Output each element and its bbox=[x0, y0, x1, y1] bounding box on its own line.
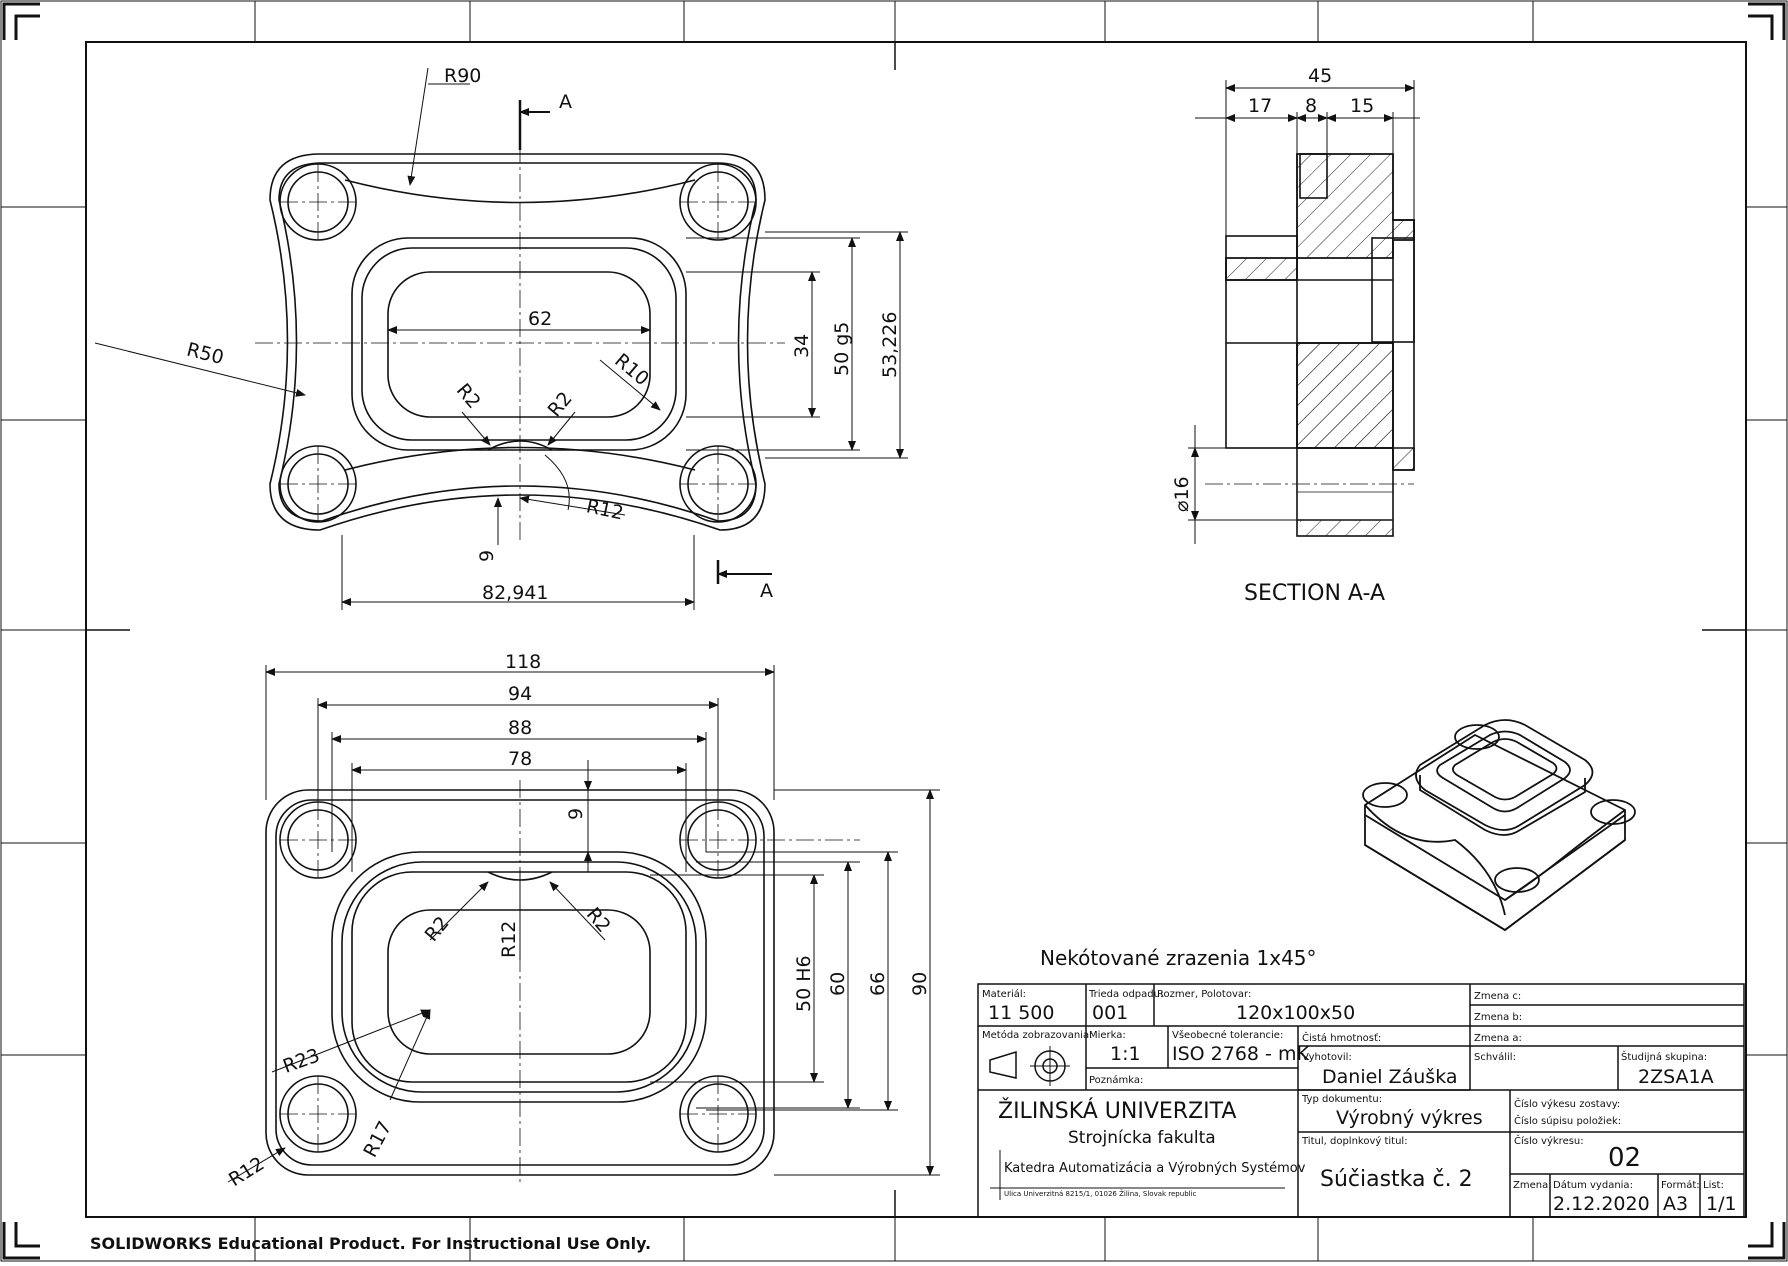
section-title: SECTION A-A bbox=[1244, 581, 1385, 606]
section-view bbox=[1225, 153, 1415, 537]
section-marker-bottom: A bbox=[760, 580, 773, 602]
scale-value: 1:1 bbox=[1110, 1043, 1141, 1065]
change-b-label: Zmena b: bbox=[1474, 1012, 1522, 1023]
stock-label: Rozmer, Polotovar: bbox=[1157, 989, 1251, 1000]
dim-r12-corner: R12 bbox=[225, 1153, 268, 1191]
author-value: Daniel Záuška bbox=[1322, 1066, 1458, 1088]
sheet-label: List: bbox=[1703, 1180, 1724, 1191]
sheet-value: 1/1 bbox=[1706, 1193, 1737, 1215]
scale-label: Mierka: bbox=[1089, 1030, 1126, 1041]
format-label: Formát: bbox=[1661, 1179, 1700, 1191]
waste-label: Trieda odpadu: bbox=[1088, 989, 1163, 1000]
material-value: 11 500 bbox=[988, 1002, 1054, 1024]
dim-17: 17 bbox=[1248, 95, 1272, 117]
front-view bbox=[269, 153, 766, 531]
top-view-dimensions bbox=[227, 665, 940, 1183]
section-marker-top: A bbox=[559, 91, 572, 113]
format-value: A3 bbox=[1663, 1193, 1688, 1215]
front-view-dim-labels: R90 R50 62 R10 R2 R2 R12 9 82,941 34 50 … bbox=[184, 65, 901, 604]
remark-label: Poznámka: bbox=[1089, 1074, 1143, 1086]
dim-78: 78 bbox=[508, 748, 532, 770]
material-label: Materiál: bbox=[982, 988, 1026, 1000]
dim-62: 62 bbox=[528, 308, 552, 330]
dim-r50: R50 bbox=[184, 339, 226, 369]
dim-53226: 53,226 bbox=[879, 312, 901, 378]
group-value: 2ZSA1A bbox=[1638, 1066, 1714, 1088]
tolerance-label: Všeobecné tolerancie: bbox=[1172, 1029, 1283, 1041]
dim-r2-left: R2 bbox=[452, 379, 485, 413]
top-view-centerlines bbox=[280, 780, 860, 1185]
dim-94: 94 bbox=[508, 683, 532, 705]
section-view-dimensions bbox=[1188, 80, 1420, 544]
parts-list-label: Číslo súpisu položiek: bbox=[1514, 1114, 1621, 1127]
dim-r17: R17 bbox=[359, 1118, 396, 1161]
front-view-dimensions bbox=[94, 67, 908, 610]
dim-dia16: ⌀16 bbox=[1171, 476, 1193, 512]
faculty-name: Strojnícka fakulta bbox=[1068, 1128, 1216, 1148]
dim-r23: R23 bbox=[280, 1044, 323, 1077]
change-c-label: Zmena c: bbox=[1474, 991, 1521, 1002]
title-value: Súčiastka č. 2 bbox=[1320, 1167, 1473, 1192]
dim-50h6: 50 H6 bbox=[793, 955, 815, 1012]
dim-60: 60 bbox=[827, 972, 849, 996]
dim-82941: 82,941 bbox=[482, 582, 548, 604]
doc-type-label: Typ dokumentu: bbox=[1301, 1094, 1382, 1105]
dim-r2-left-top: R2 bbox=[421, 912, 454, 946]
dim-90: 90 bbox=[909, 972, 931, 996]
title-block bbox=[977, 983, 1745, 1218]
dim-88: 88 bbox=[508, 717, 532, 739]
drawing-no-value: 02 bbox=[1608, 1143, 1641, 1173]
dim-r90: R90 bbox=[444, 65, 481, 87]
dim-9: 9 bbox=[476, 550, 498, 562]
isometric-view bbox=[1362, 719, 1636, 932]
dim-9-top: 9 bbox=[565, 808, 587, 820]
waste-value: 001 bbox=[1092, 1002, 1128, 1024]
university-name: ŽILINSKÁ UNIVERZITA bbox=[998, 1098, 1236, 1124]
dim-66: 66 bbox=[867, 972, 889, 996]
department-name: Katedra Automatizácia a Výrobných Systém… bbox=[1004, 1161, 1306, 1176]
dim-r12-center: R12 bbox=[498, 921, 520, 958]
projection-label: Metóda zobrazovania: bbox=[982, 1029, 1092, 1041]
title-block-text: Materiál: 11 500 Trieda odpadu: 001 Rozm… bbox=[982, 988, 1737, 1215]
issue-date-label: Dátum vydania: bbox=[1553, 1179, 1633, 1191]
group-label: Študijná skupina: bbox=[1621, 1050, 1707, 1063]
mass-label: Čistá hmotnosť: bbox=[1302, 1031, 1381, 1044]
assembly-no-label: Číslo výkesu zostavy: bbox=[1514, 1097, 1620, 1110]
projection-symbol-icon bbox=[989, 1046, 1070, 1086]
dim-r10: R10 bbox=[610, 349, 653, 390]
stock-value: 120x100x50 bbox=[1236, 1002, 1355, 1024]
watermark: SOLIDWORKS Educational Product. For Inst… bbox=[90, 1234, 651, 1253]
dim-34: 34 bbox=[791, 334, 813, 358]
dim-8: 8 bbox=[1305, 95, 1317, 117]
issue-date-value: 2.12.2020 bbox=[1553, 1193, 1650, 1215]
tolerance-value: ISO 2768 - mK bbox=[1172, 1043, 1309, 1065]
dim-15: 15 bbox=[1350, 95, 1374, 117]
revision-label: Zmena: bbox=[1513, 1180, 1552, 1191]
doc-type-value: Výrobný výkres bbox=[1336, 1107, 1483, 1129]
change-a-label: Zmena a: bbox=[1474, 1033, 1522, 1044]
dim-50g5: 50 g5 bbox=[831, 322, 853, 376]
chamfer-note: Nekótované zrazenia 1x45° bbox=[1040, 946, 1317, 970]
title-label: Titul, doplnkový titul: bbox=[1301, 1135, 1408, 1147]
dim-45: 45 bbox=[1308, 65, 1332, 87]
approved-label: Schválil: bbox=[1474, 1051, 1516, 1063]
dim-118: 118 bbox=[505, 651, 541, 673]
drawing-no-label: Číslo výkresu: bbox=[1514, 1134, 1584, 1147]
section-view-labels: 45 17 8 15 ⌀16 SECTION A-A bbox=[1171, 65, 1385, 606]
address: Ulica Univerzitná 8215/1, 01026 Žilina, … bbox=[1004, 1189, 1197, 1198]
dim-r12: R12 bbox=[584, 495, 625, 524]
dim-r2-right-top: R2 bbox=[582, 903, 615, 937]
author-label: Vyhotovil: bbox=[1302, 1052, 1352, 1063]
front-view-centerlines bbox=[255, 145, 785, 540]
